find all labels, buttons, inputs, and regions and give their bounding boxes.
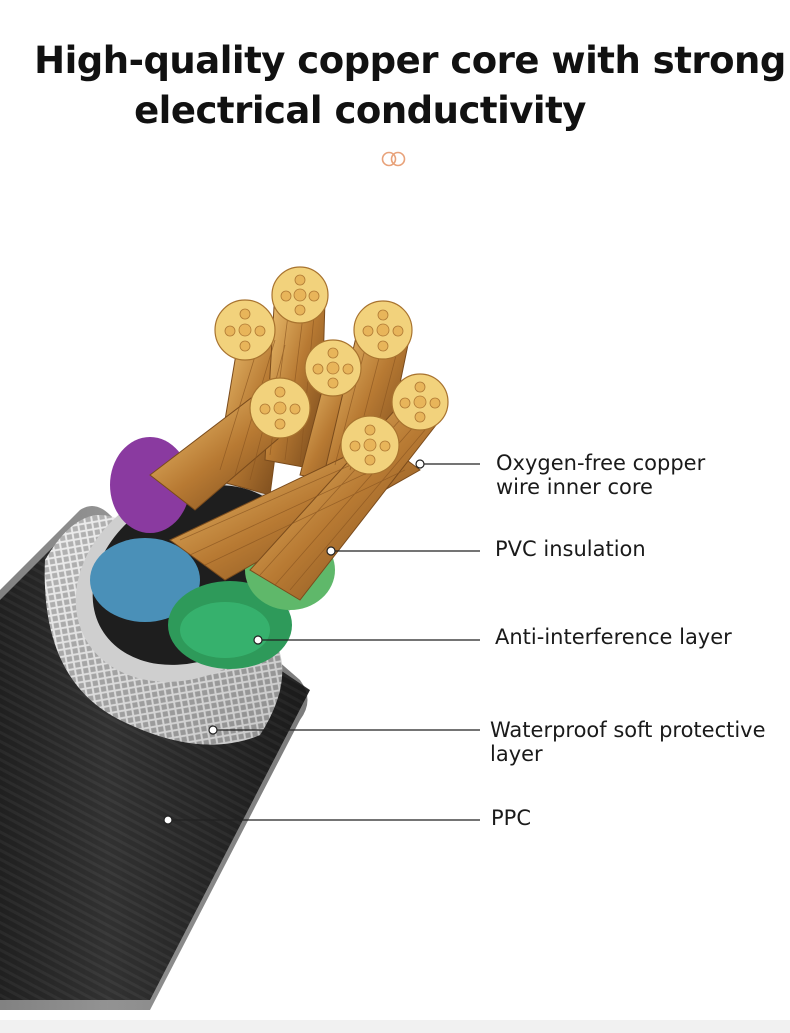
footer-strip	[0, 1020, 790, 1033]
callout-ppc: PPC	[491, 806, 531, 830]
callout-ppc-line1: PPC	[491, 806, 531, 830]
callout-copper-core-line2: wire inner core	[496, 475, 653, 499]
callout-copper-core-line1: Oxygen-free copper	[496, 451, 706, 475]
callout-anti-interference-line1: Anti-interference layer	[495, 625, 732, 649]
title-line-2: electrical conductivity	[134, 89, 586, 132]
callout-waterproof-layer-line1: Waterproof soft protective	[490, 718, 766, 742]
title-line-1: High-quality copper core with strong	[34, 39, 786, 82]
page-title: High-quality copper core with strong ele…	[0, 36, 790, 136]
callout-pvc-insulation: PVC insulation	[495, 537, 646, 561]
callout-waterproof-layer: Waterproof soft protective layer	[490, 718, 766, 766]
callout-waterproof-layer-line2: layer	[490, 742, 543, 766]
callout-copper-core: Oxygen-free copper wire inner core	[496, 451, 705, 499]
rings-icon	[381, 151, 406, 167]
callout-pvc-insulation-line1: PVC insulation	[495, 537, 646, 561]
callout-anti-interference: Anti-interference layer	[495, 625, 732, 649]
